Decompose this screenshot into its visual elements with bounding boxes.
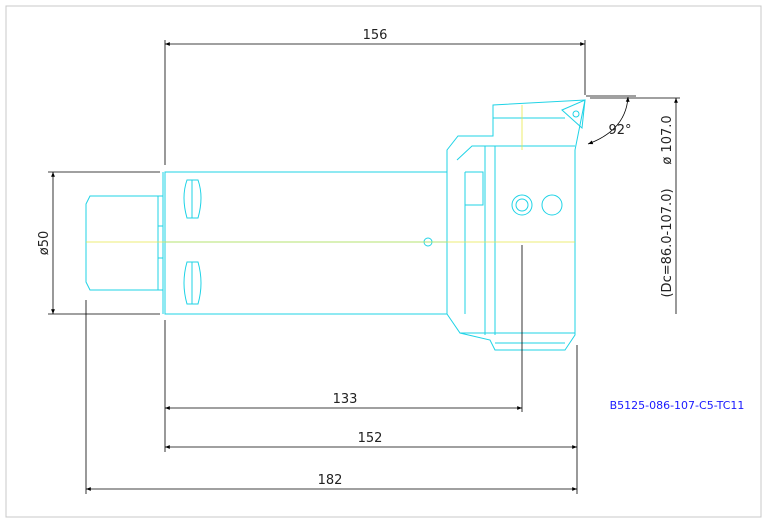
dim-cut-diameter-label: ø 107.0 (660, 115, 675, 164)
dim-dc-range-label: (Dc=86.0-107.0) (660, 188, 675, 297)
dim-156-label: 156 (363, 28, 388, 43)
dim-shank-diameter-label: ø50 (37, 231, 52, 256)
dim-156: 156 (164, 28, 585, 46)
dim-133: 133 (164, 392, 522, 410)
dim-133-label: 133 (333, 392, 358, 407)
dim-cut-diameter: ø 107.0 (Dc=86.0-107.0) (660, 98, 678, 314)
main-body (164, 171, 448, 315)
shank (85, 172, 164, 314)
dim-angle-label: 92° (608, 123, 631, 138)
dim-angle: 92° (586, 95, 636, 145)
dim-shank-diameter: ø50 (37, 171, 55, 314)
dim-152-label: 152 (358, 431, 383, 446)
boring-bar-body (85, 99, 586, 351)
dim-182: 182 (86, 473, 577, 491)
extension-lines (48, 40, 680, 494)
cutting-head (446, 99, 586, 351)
dim-152: 152 (164, 431, 577, 449)
drawing-border (5, 5, 762, 518)
dim-182-label: 182 (318, 473, 343, 488)
part-number-label: B5125-086-107-C5-TC11 (610, 399, 745, 412)
